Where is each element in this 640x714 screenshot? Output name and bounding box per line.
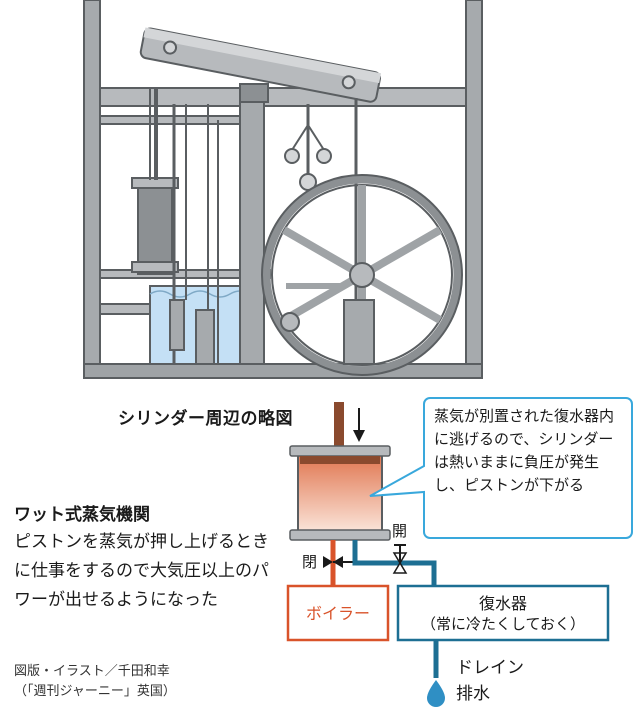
water-drop-icon [427, 680, 445, 707]
closed-valve [323, 556, 353, 568]
valve-open-label: 開 [392, 522, 408, 540]
cylinder-cap-bottom [289, 529, 391, 541]
article-title: ワット式蒸気機関 [14, 505, 150, 525]
valve-closed-label: 閉 [302, 553, 318, 571]
air-pump [195, 309, 215, 365]
beam-pivot [239, 83, 269, 103]
main-column [239, 99, 265, 365]
drain-labels: ドレイン 排水 [456, 655, 524, 707]
piston-head [300, 456, 380, 464]
drain-label: ドレイン [456, 658, 524, 678]
article-body: ピストンを蒸気が押し上げるときに仕事をするので大気圧以上のパワーが出せるようにな… [14, 532, 269, 610]
open-valve [392, 544, 408, 574]
callout-bubble [369, 397, 633, 539]
boiler-box [286, 584, 390, 642]
piston-rod [334, 402, 344, 458]
governor-ball-left [284, 148, 300, 164]
credit-line-1: 図版・イラスト／千田和幸 [14, 664, 170, 679]
condenser-pipe [352, 540, 437, 586]
condenser-label: 復水器 [478, 594, 527, 613]
credits: 図版・イラスト／千田和幸 （「週刊ジャーニー」英国） [14, 662, 176, 702]
governor-ball-right [316, 148, 332, 164]
watt-engine-illustration [83, 0, 483, 379]
condenser-note: （常に冷たくしておく） [420, 615, 586, 633]
connecting-rod-block [343, 299, 375, 365]
engine-cylinder [137, 177, 173, 275]
flywheel [261, 174, 463, 376]
cylinder-cap-top [289, 445, 391, 457]
boiler-label: ボイラー [305, 604, 370, 623]
credit-line-2: （「週刊ジャーニー」英国） [14, 684, 176, 699]
drain-water-label: 排水 [456, 684, 490, 704]
callout-text: 蒸気が別置された復水器内に逃げるので、シリンダーは熱いままに負圧が発生し、ピスト… [434, 407, 615, 494]
cylinder-body [297, 453, 383, 533]
cylinder-heading: シリンダー周辺の略図 [118, 409, 293, 429]
condenser-box [396, 584, 610, 642]
